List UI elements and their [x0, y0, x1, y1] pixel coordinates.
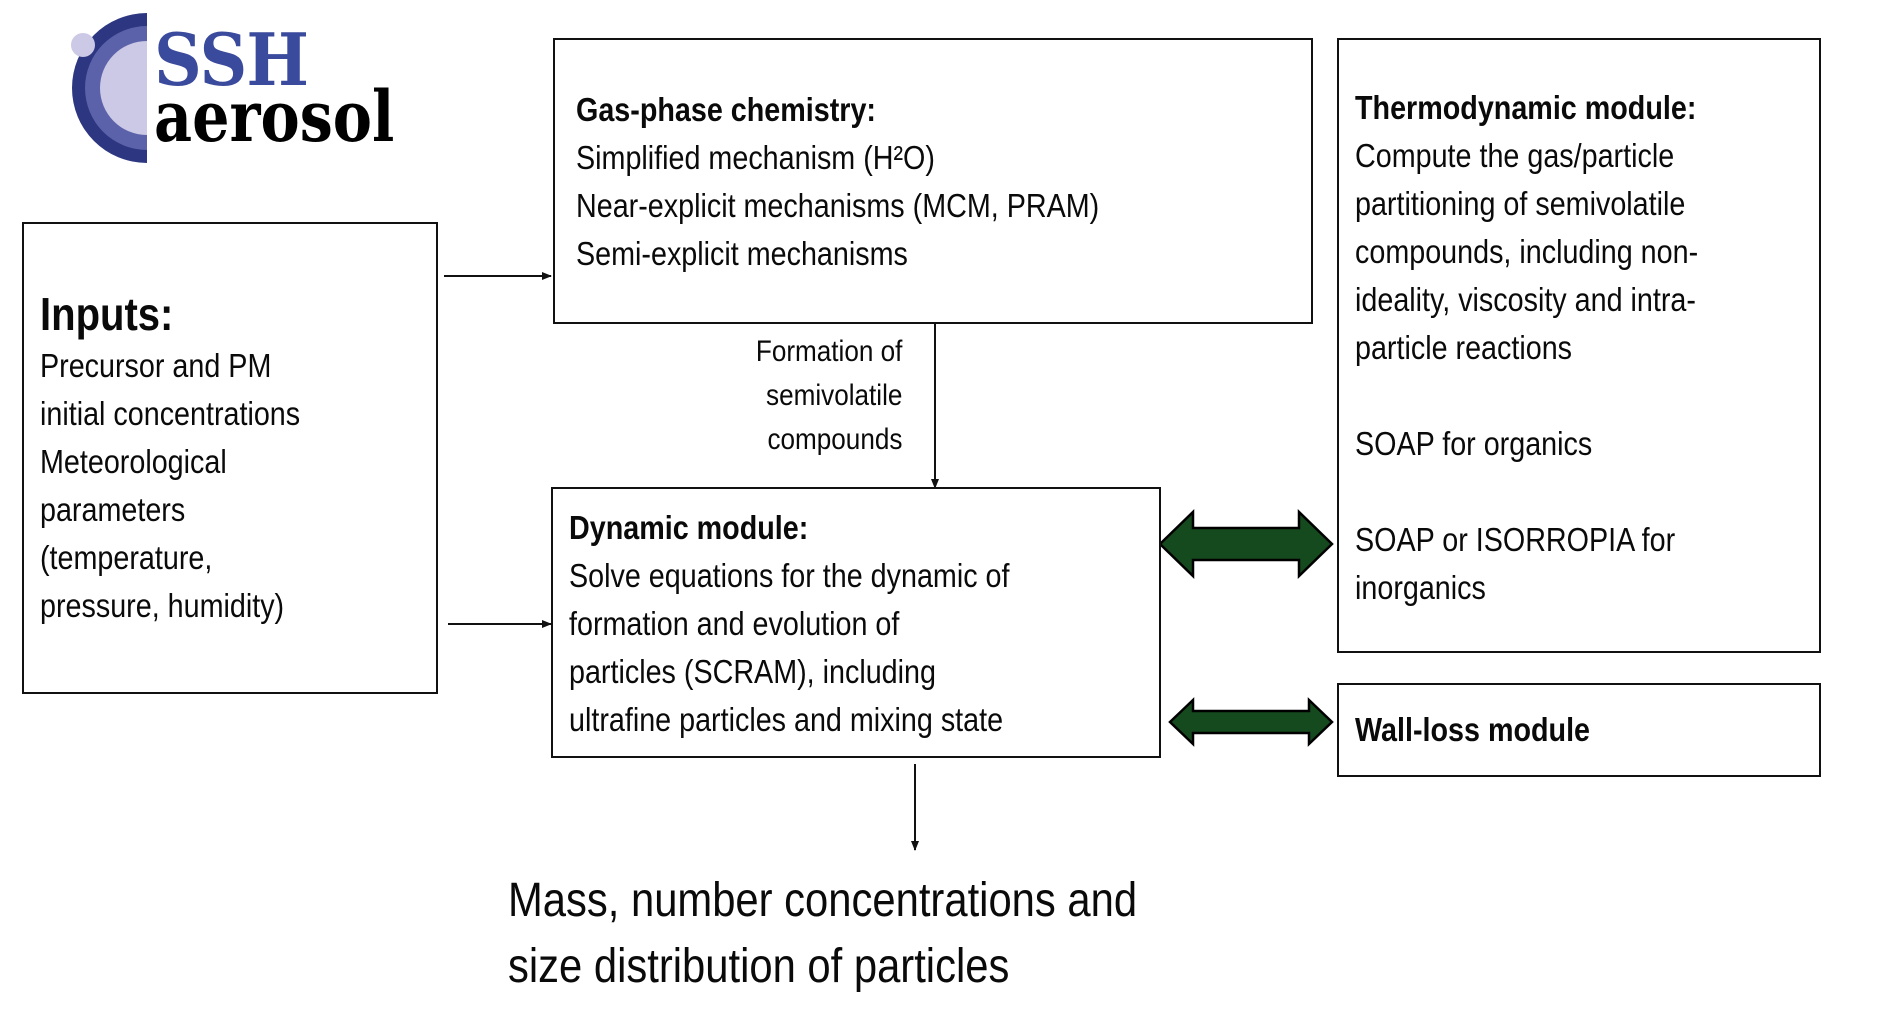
thermodynamic-line: compounds, including non-	[1355, 233, 1699, 270]
inputs-line: parameters	[40, 491, 186, 528]
gas-phase-line: Simplified mechanism (H²O)	[576, 139, 935, 176]
gas-phase-box	[553, 38, 1313, 324]
thermodynamic-line: particle reactions	[1355, 329, 1573, 366]
inputs-box	[22, 222, 438, 694]
dynamic-text: Dynamic module: Solve equations for the …	[569, 504, 1009, 744]
logo-text-aerosol: aerosol	[154, 75, 395, 158]
thermodynamic-title: Thermodynamic module:	[1355, 89, 1697, 126]
thermodynamic-inorganics-line: SOAP or ISORROPIA for	[1355, 521, 1676, 558]
output-text: Mass, number concentrations and size dis…	[508, 868, 1137, 1000]
inputs-line: Precursor and PM	[40, 347, 272, 384]
thermodynamic-line: ideality, viscosity and intra-	[1355, 281, 1696, 318]
thermodynamic-box	[1337, 38, 1821, 653]
logo-inner-disk	[100, 41, 147, 135]
inputs-line: (temperature,	[40, 539, 213, 576]
dynamic-line: particles (SCRAM), including	[569, 653, 936, 690]
wall-loss-box	[1337, 683, 1821, 777]
dynamic-line: ultrafine particles and mixing state	[569, 701, 1004, 738]
wall-loss-text: Wall-loss module	[1355, 706, 1590, 754]
dynamic-line: Solve equations for the dynamic of	[569, 557, 1010, 594]
thermodynamic-line: partitioning of semivolatile	[1355, 185, 1686, 222]
logo-dot	[71, 33, 95, 57]
dynamic-line: formation and evolution of	[569, 605, 900, 642]
gas-phase-title: Gas-phase chemistry:	[576, 91, 876, 128]
gas-phase-line: Semi-explicit mechanisms	[576, 235, 908, 272]
output-line: Mass, number concentrations and	[508, 874, 1138, 927]
inputs-line: Meteorological	[40, 443, 227, 480]
flow-label: Formation of semivolatile compounds	[755, 330, 902, 462]
inputs-text: Inputs: Precursor and PM initial concent…	[40, 286, 300, 630]
thermodynamic-inorganics-line: inorganics	[1355, 569, 1486, 606]
flow-label-line: Formation of	[755, 335, 902, 368]
logo-emblem-icon	[71, 13, 147, 163]
flow-label-line: compounds	[767, 423, 902, 456]
thermodynamic-organics: SOAP for organics	[1355, 425, 1593, 462]
inputs-title: Inputs:	[40, 288, 174, 340]
flow-label-line: semivolatile	[765, 379, 902, 412]
logo-text-ssh: SSH	[154, 17, 309, 102]
gas-phase-line: Near-explicit mechanisms (MCM, PRAM)	[576, 187, 1100, 224]
output-line: size distribution of particles	[508, 940, 1010, 993]
dynamic-box	[551, 487, 1161, 758]
inputs-line: pressure, humidity)	[40, 587, 285, 624]
thermodynamic-text: Thermodynamic module: Compute the gas/pa…	[1355, 84, 1698, 612]
dynamic-title: Dynamic module:	[569, 509, 809, 546]
inputs-line: initial concentrations	[40, 395, 301, 432]
wall-loss-title: Wall-loss module	[1355, 711, 1591, 748]
thermodynamic-line: Compute the gas/particle	[1355, 137, 1675, 174]
gas-phase-text: Gas-phase chemistry: Simplified mechanis…	[576, 86, 1099, 278]
double-arrow-dynamic-wall-loss	[1168, 697, 1334, 747]
double-arrow-dynamic-thermodynamic	[1158, 509, 1334, 579]
